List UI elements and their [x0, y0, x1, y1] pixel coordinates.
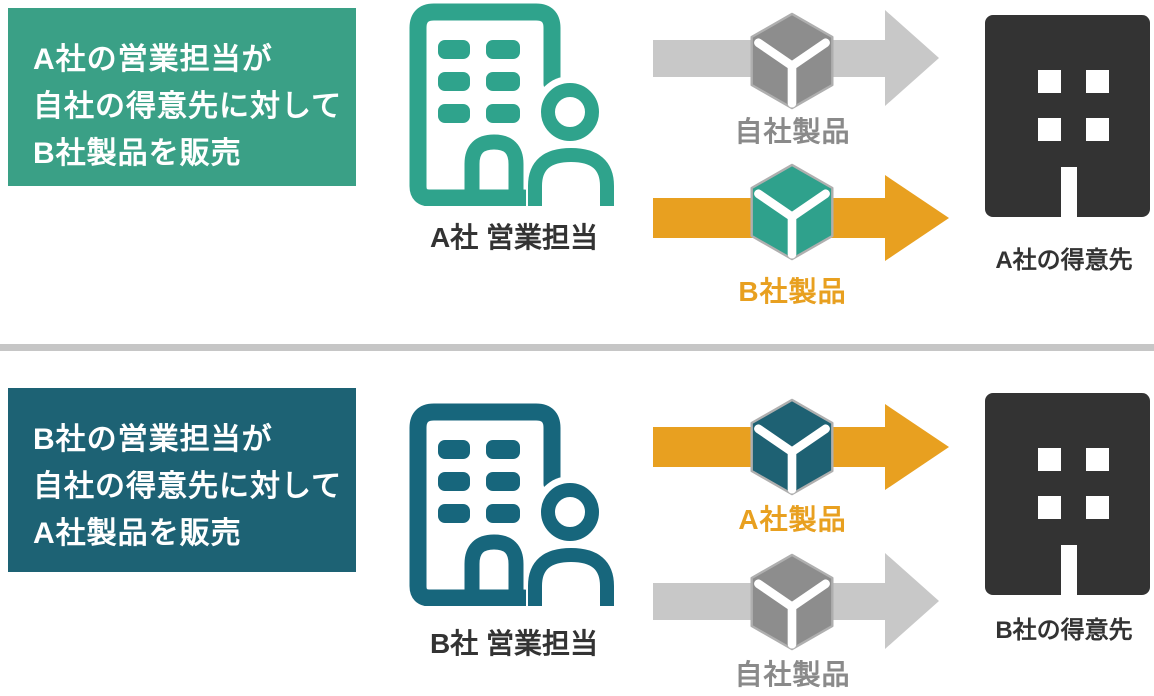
company-a-sales-building-icon	[409, 3, 616, 206]
orange-arrow-head-icon	[885, 404, 949, 490]
company-b-client-building-icon	[985, 393, 1150, 595]
title-line: A社製品を販売	[33, 517, 242, 550]
own-product-label: 自社製品	[734, 116, 851, 147]
title-line: 自社の得意先に対して	[33, 470, 343, 503]
company-b-product-label: B社製品	[738, 276, 847, 307]
title-line: 自社の得意先に対して	[33, 90, 343, 123]
company-a-sales-label: A社 営業担当	[429, 222, 598, 253]
title-line: B社製品を販売	[33, 137, 242, 170]
title-line: B社の営業担当が	[33, 423, 273, 456]
company-b-client-label: B社の得意先	[995, 617, 1133, 644]
company-b-product-cube-icon	[750, 163, 834, 261]
title-line: A社の営業担当が	[33, 43, 273, 76]
company-a-product-cube-icon	[750, 398, 834, 496]
gray-arrow-head-icon	[885, 553, 939, 649]
gray-arrow-head-icon	[885, 10, 939, 106]
section-a-title-box: A社の営業担当が 自社の得意先に対して B社製品を販売	[8, 8, 356, 186]
section-divider	[0, 344, 1154, 351]
company-a-client-building-icon	[985, 15, 1150, 217]
company-a-client-label: A社の得意先	[995, 247, 1133, 274]
section-b-title-box: B社の営業担当が 自社の得意先に対して A社製品を販売	[8, 388, 356, 572]
company-b-sales-label: B社 営業担当	[429, 628, 598, 659]
own-product-label: 自社製品	[734, 659, 851, 690]
company-b-sales-building-icon	[409, 403, 616, 606]
orange-arrow-head-icon	[885, 175, 949, 261]
company-a-product-label: A社製品	[738, 504, 847, 535]
own-product-cube-icon	[750, 553, 834, 651]
own-product-cube-icon	[750, 12, 834, 110]
